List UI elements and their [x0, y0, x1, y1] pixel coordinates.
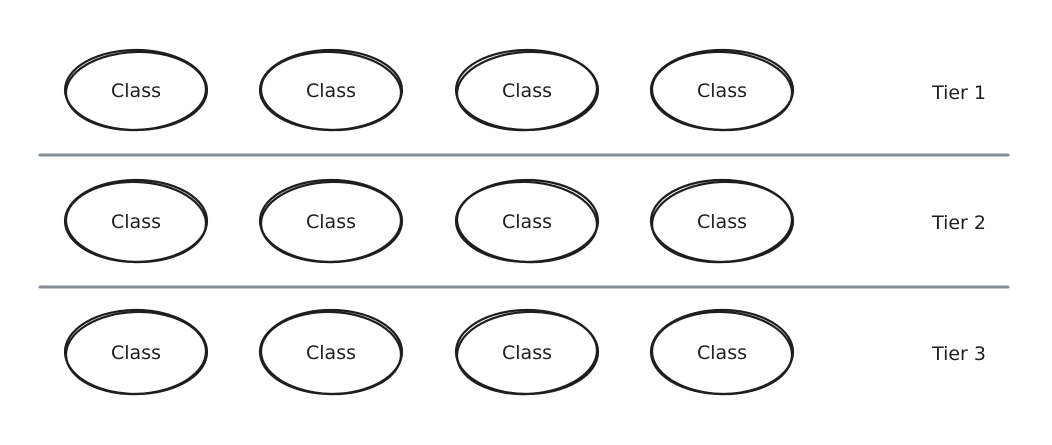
tier-row-1: Class Class Class Class Tier 1	[63, 48, 986, 132]
class-node: Class	[649, 48, 795, 132]
class-node-ellipse-stroke2	[259, 50, 403, 132]
class-node-label: Class	[502, 342, 552, 364]
class-node: Class	[454, 48, 600, 132]
class-node-label: Class	[697, 211, 747, 233]
class-node: Class	[258, 308, 404, 396]
class-node-label: Class	[306, 211, 356, 233]
class-node-ellipse-stroke2	[455, 180, 599, 264]
class-node-ellipse-stroke2	[64, 180, 208, 264]
class-node: Class	[63, 308, 209, 396]
class-node-label: Class	[502, 80, 552, 102]
tier-label: Tier 2	[931, 212, 986, 234]
class-node-ellipse-stroke2	[455, 50, 599, 132]
tier-label: Tier 3	[931, 343, 986, 365]
class-node: Class	[63, 48, 209, 132]
class-node-ellipse-stroke2	[259, 310, 403, 396]
class-node-ellipse-stroke2	[650, 310, 794, 396]
class-node: Class	[258, 178, 404, 264]
class-node-label: Class	[502, 211, 552, 233]
class-node-ellipse-stroke2	[64, 310, 208, 396]
class-node-ellipse-stroke2	[650, 180, 794, 264]
class-node: Class	[649, 308, 795, 396]
tier-row-3: Class Class Class Class Tier 3	[63, 308, 986, 396]
class-node: Class	[258, 48, 404, 132]
class-node: Class	[63, 178, 209, 264]
class-node-label: Class	[697, 80, 747, 102]
class-node-label: Class	[697, 342, 747, 364]
class-node-label: Class	[306, 80, 356, 102]
class-node: Class	[649, 178, 795, 264]
class-node-ellipse-stroke2	[455, 310, 599, 396]
class-node-ellipse-stroke2	[650, 50, 794, 132]
class-node-ellipse-stroke2	[259, 180, 403, 264]
class-node-label: Class	[306, 342, 356, 364]
class-node-label: Class	[111, 342, 161, 364]
class-node: Class	[454, 178, 600, 264]
class-node: Class	[454, 308, 600, 396]
class-node-label: Class	[111, 211, 161, 233]
tier-row-2: Class Class Class Class Tier 2	[63, 178, 986, 264]
class-node-ellipse-stroke2	[64, 50, 208, 132]
tier-label: Tier 1	[931, 82, 986, 104]
class-node-label: Class	[111, 80, 161, 102]
